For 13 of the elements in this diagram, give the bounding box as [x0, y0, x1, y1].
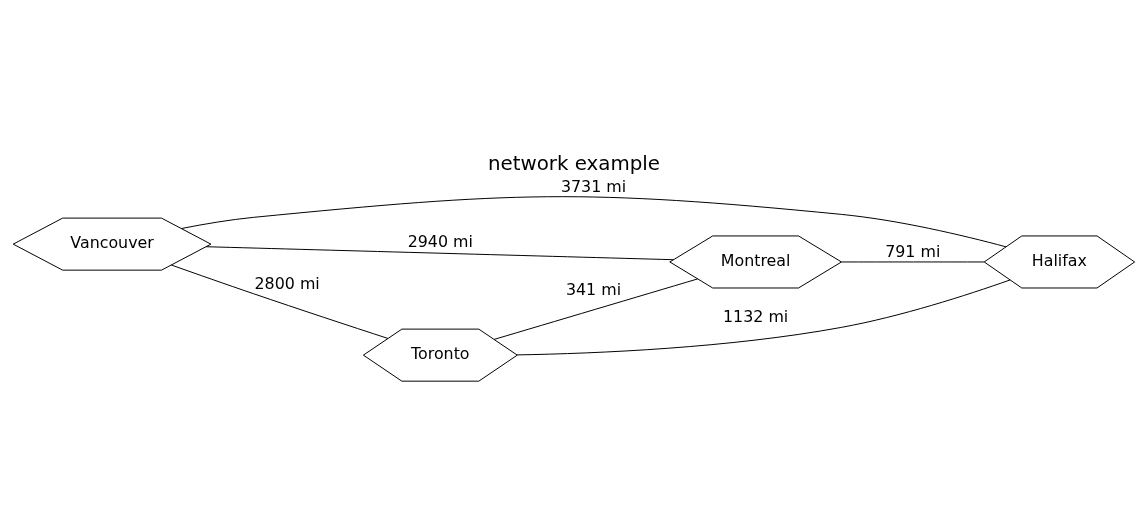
connector: [170, 264, 389, 339]
edge-label: 341 mi: [565, 279, 622, 299]
edge-label: 2940 mi: [407, 231, 473, 251]
connector: [181, 195, 1007, 247]
edge-label: 2800 mi: [254, 273, 320, 293]
connector: [205, 245, 674, 260]
diagram-title: network example: [487, 151, 661, 175]
edge-label: 791 mi: [885, 241, 941, 261]
edge-label: 3731 mi: [560, 176, 627, 196]
connector: [516, 278, 1011, 355]
edge-label: 1132 mi: [723, 306, 789, 326]
connector: [493, 277, 699, 340]
connector: [841, 260, 985, 262]
